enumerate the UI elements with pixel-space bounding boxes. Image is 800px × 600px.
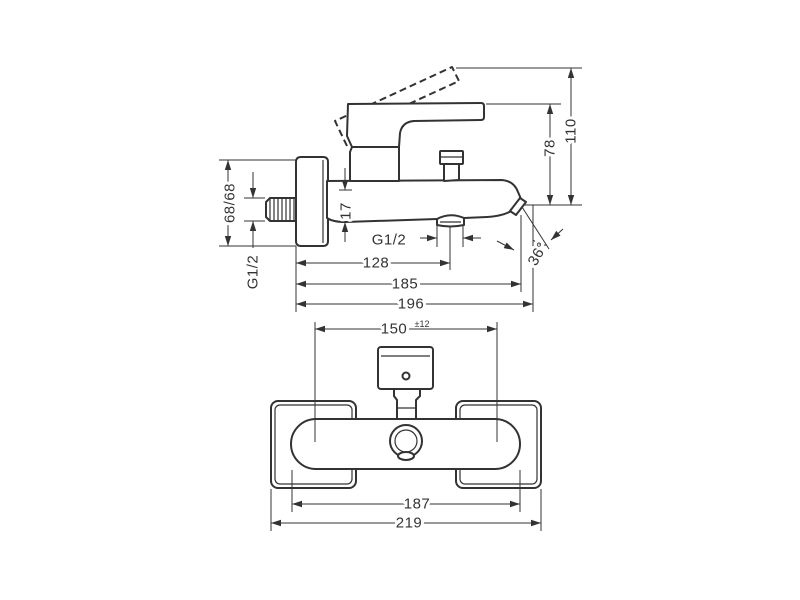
label-outlet-length: 128: [363, 255, 390, 272]
outlet-aerator-outline: [436, 214, 465, 228]
arrowhead: [487, 325, 497, 333]
arrowhead: [503, 242, 514, 250]
label-wall-connection: 68/68: [222, 183, 239, 223]
lever-handle-marker: [401, 371, 411, 381]
arrowhead: [341, 180, 349, 190]
arrowhead: [296, 300, 306, 308]
aerator-plan: [389, 424, 423, 461]
wall-flange: [295, 156, 333, 247]
label-centre-distance: 150: [381, 321, 408, 338]
arrowhead: [296, 259, 306, 267]
inlet-thread: [265, 197, 297, 222]
arrowhead: [546, 104, 554, 114]
outlet-aerator: [436, 214, 465, 228]
label-spout-length: 185: [392, 276, 419, 293]
spout-axis-line: [521, 206, 550, 250]
arrowhead: [315, 325, 325, 333]
plan-view: 150 ±12 187 219: [270, 318, 542, 535]
plan-dimension-lines: [271, 325, 541, 527]
arrowhead: [224, 160, 232, 170]
plan-extension-lines: [270, 322, 542, 531]
label-lever-height: 78: [542, 139, 559, 157]
arrowhead: [249, 221, 257, 231]
arrowhead: [546, 195, 554, 205]
wall-flange-outline: [295, 156, 329, 247]
diverter-knob: [439, 150, 464, 182]
arrowhead: [292, 500, 302, 508]
arrowhead: [341, 222, 349, 232]
arrowhead: [567, 195, 575, 205]
arrowhead: [440, 259, 450, 267]
side-extension-lines: [219, 67, 582, 312]
label-overall-width: 219: [396, 515, 423, 532]
spout-nozzle: [509, 197, 527, 216]
diverter-knob-stem: [443, 163, 460, 182]
label-overall-length: 196: [398, 296, 425, 313]
arrowhead: [511, 280, 521, 288]
diverter-knob-plan: [397, 451, 415, 461]
label-lever-raised-height: 110: [563, 118, 580, 143]
arrowhead: [510, 500, 520, 508]
handle-connector: [393, 388, 421, 420]
label-outlet-thread: G1/2: [372, 232, 407, 249]
arrowhead: [249, 188, 257, 198]
arrowhead: [463, 234, 473, 242]
arrowhead: [551, 230, 561, 240]
angle-arc: [532, 239, 548, 246]
mixer-body: [326, 179, 522, 223]
arrowhead: [224, 236, 232, 246]
label-spout-angle: 36°: [525, 239, 552, 268]
arrowhead: [271, 519, 281, 527]
label-centre-tolerance: ±12: [415, 319, 430, 329]
arrowhead: [567, 68, 575, 78]
plan-labels: 150 ±12 187 219: [378, 318, 433, 535]
label-inlet-thread: G1/2: [245, 255, 262, 290]
lever-handle: [346, 102, 485, 148]
thread-lines: [269, 198, 295, 221]
label-body-width: 187: [404, 496, 431, 513]
side-view: 110 78 68/68 G1/2 17 G1/2 36° 128 185 19…: [219, 66, 583, 316]
arrowhead: [531, 519, 541, 527]
arrowhead: [296, 280, 306, 288]
arrowhead: [523, 300, 533, 308]
arrowhead: [427, 234, 437, 242]
lever-handle-plan: [377, 346, 434, 390]
lever-raised-outline: [334, 66, 460, 147]
side-dimension-lines: [224, 68, 575, 308]
label-offset: 17: [338, 202, 355, 220]
cartridge-housing: [349, 146, 400, 182]
